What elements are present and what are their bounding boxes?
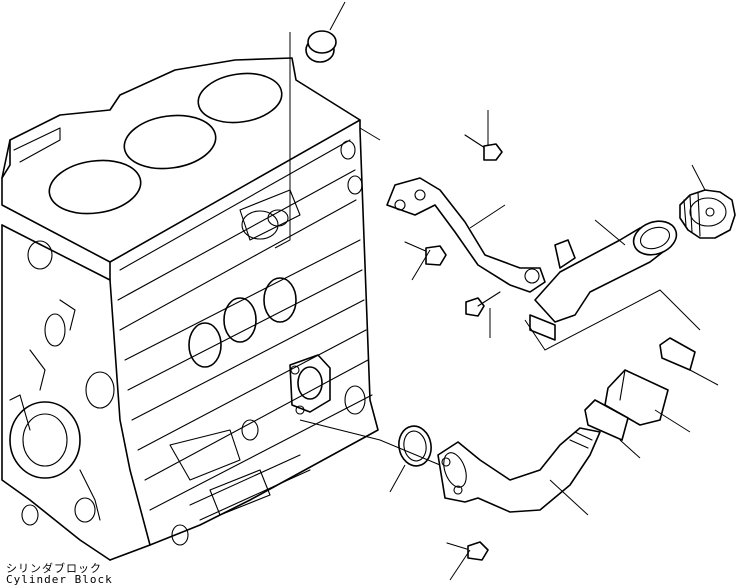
cylinder-block: [1, 57, 379, 561]
filler-cap: [679, 164, 736, 239]
o-ring: [389, 425, 432, 493]
bolt-middle: [404, 241, 447, 281]
bolt-upper: [464, 110, 503, 161]
expansion-plug: [274, 1, 346, 249]
caption-japanese: シリンダブロック: [6, 562, 102, 575]
hose-clamp-gasket: [584, 337, 719, 459]
cylinder-bore-2: [123, 114, 217, 170]
bracket: [386, 177, 546, 293]
caption-english: Cylinder Block: [6, 573, 113, 586]
bolt-lower: [465, 291, 501, 338]
water-pipe: [299, 419, 601, 516]
cylinder-bore-1: [48, 159, 142, 215]
bolt-bottom: [446, 541, 489, 581]
cylinder-bore-3: [197, 72, 283, 124]
water-filler-neck: [524, 219, 701, 351]
leader-line: [359, 127, 381, 141]
